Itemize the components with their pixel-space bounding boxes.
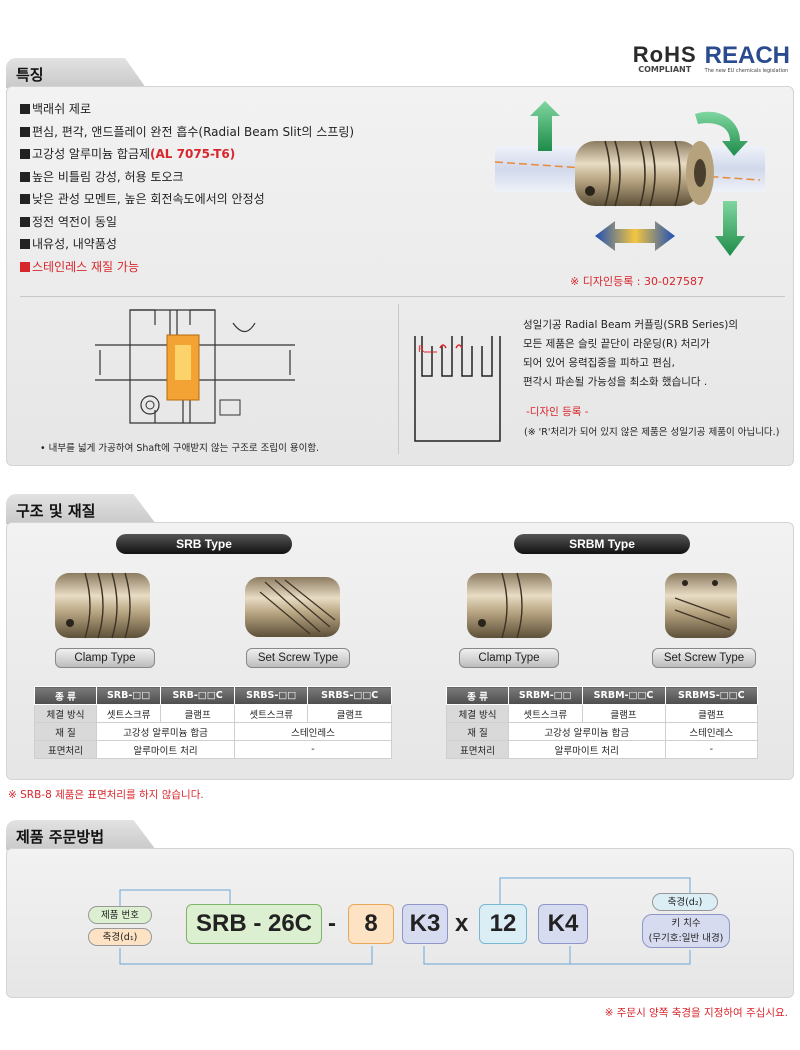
rotation-arrow-icon xyxy=(695,111,748,156)
table-header-cell: SRBMS-□□C xyxy=(664,686,759,705)
arrow-up-icon xyxy=(530,101,560,151)
table-header-cell: 종 류 xyxy=(446,686,509,705)
features-list: 백래쉬 제로 편심, 편각, 앤드플레이 완전 흡수(Radial Beam S… xyxy=(20,98,354,278)
product-no-label: 제품 번호 xyxy=(88,906,152,924)
srbm-spec-table: 종 류 SRBM-□□ SRBM-□□C SRBMS-□□C 체결 방식 셋트스… xyxy=(446,686,759,759)
key-size-label-line2: (무기호:일반 내경) xyxy=(648,933,724,944)
table-cell: 클램프 xyxy=(581,704,666,723)
features-divider-vertical xyxy=(398,304,399,454)
bore-d1-code-box: 8 xyxy=(348,904,394,944)
table-cell: - xyxy=(664,740,759,759)
feature-item: 내유성, 내약품성 xyxy=(20,233,354,256)
srb-spec-table: 종 류 SRB-□□ SRB-□□C SRBS-□□ SRBS-□□C 체결 방… xyxy=(34,686,393,759)
slit-groove-icon xyxy=(232,322,256,333)
feature-item: 편심, 편각, 앤드플레이 완전 흡수(Radial Beam Slit의 스프… xyxy=(20,121,354,144)
table-header-cell: SRBM-□□ xyxy=(508,686,583,705)
srb-clamp-product-image xyxy=(55,572,150,639)
table-cell: 알루마이트 처리 xyxy=(508,740,666,759)
table-row: 재 질 고강성 알루미늄 합금 스테인레스 xyxy=(446,722,759,741)
reach-logo-text: REACH xyxy=(704,42,790,69)
srbm-setscrew-product-image xyxy=(665,573,737,638)
srbm-type-heading: SRBM Type xyxy=(514,534,690,554)
srb-type-heading: SRB Type xyxy=(116,534,292,554)
feature-item: 백래쉬 제로 xyxy=(20,98,354,121)
srb-clamp-type-label: Clamp Type xyxy=(55,648,155,668)
code-dash: - xyxy=(328,910,336,937)
radius-r-label: R xyxy=(418,345,425,355)
key-size-label: 키 치수 (무기호:일반 내경) xyxy=(642,914,730,948)
axial-arrow-icon xyxy=(595,221,675,251)
features-section-title: 특징 xyxy=(16,66,44,84)
table-row-header: 표면처리 xyxy=(446,740,509,759)
rohs-subtext: COMPLIANT xyxy=(638,65,692,74)
rb-text-line: 되어 있어 응력집중을 피하고 편심, xyxy=(523,357,675,369)
rb-text-line: 모든 제품은 슬릿 끝단이 라운딩(R) 처리가 xyxy=(523,338,710,350)
feature-item: 정전 역전이 동일 xyxy=(20,211,354,234)
table-row: 표면처리 알루마이트 처리 - xyxy=(446,740,759,759)
table-cell: 고강성 알루미늄 합금 xyxy=(508,722,666,741)
key-size-label-line1: 키 치수 xyxy=(671,918,701,929)
bore-d2-code-box: 12 xyxy=(479,904,527,944)
table-cell: 클램프 xyxy=(160,704,235,723)
table-row-header: 재 질 xyxy=(446,722,509,741)
arrow-down-icon xyxy=(715,201,745,256)
srbm-clamp-product-image xyxy=(467,572,552,639)
order-section-title: 제품 주문방법 xyxy=(16,828,105,846)
table-header-row: 종 류 SRBM-□□ SRBM-□□C SRBMS-□□C xyxy=(446,686,759,705)
assembly-cross-section-drawing xyxy=(95,309,295,424)
rounded-slit-diagram xyxy=(414,336,501,442)
code-x: x xyxy=(455,910,469,937)
feature-item: 높은 비틀림 강성, 허용 토오크 xyxy=(20,166,354,189)
table-header-row: 종 류 SRB-□□ SRB-□□C SRBS-□□ SRBS-□□C xyxy=(34,686,392,705)
table-cell: 스테인레스 xyxy=(664,722,759,741)
certification-badges: RoHS COMPLIANT REACH The new EU chemical… xyxy=(633,42,790,75)
srb-setscrew-product-image xyxy=(245,577,340,637)
srbm-setscrew-type-label: Set Screw Type xyxy=(652,648,756,668)
rb-text-line: 편각시 파손될 가능성을 최소화 했습니다 . xyxy=(523,376,708,388)
order-footer-note: ※ 주문시 양쪽 축경을 지정하여 주십시요. xyxy=(604,1007,788,1019)
table-cell: 고강성 알루미늄 합금 xyxy=(96,722,235,741)
screw-hole-icon xyxy=(140,395,160,415)
key2-code-box: K4 xyxy=(538,904,588,944)
features-section-tab: 특징 xyxy=(6,58,146,88)
reach-badge: REACH The new EU chemicals legislation xyxy=(704,42,790,75)
model-code-box: SRB - 26C xyxy=(186,904,322,944)
table-header-cell: SRBM-□□C xyxy=(581,686,666,705)
feature-item: 스테인레스 재질 가능 xyxy=(20,256,354,279)
radial-beam-description: 성일기공 Radial Beam 커플링(SRB Series)의 모든 제품은… xyxy=(523,316,738,392)
structure-section-tab: 구조 및 재질 xyxy=(6,494,156,524)
order-section-tab: 제품 주문방법 xyxy=(6,820,156,850)
table-cell: - xyxy=(233,740,393,759)
rohs-badge: RoHS COMPLIANT xyxy=(633,44,697,74)
design-authenticity-note: (※ 'R'처리가 되어 있지 않은 제품은 성일기공 제품이 아닙니다.) xyxy=(524,427,780,438)
srbm-clamp-type-label: Clamp Type xyxy=(459,648,559,668)
structure-section-title: 구조 및 재질 xyxy=(16,502,96,520)
table-cell: 셋트스크류 xyxy=(508,704,583,723)
feature-item: 낮은 관성 모멘트, 높은 회전속도에서의 안정성 xyxy=(20,188,354,211)
reach-subtext: The new EU chemicals legislation xyxy=(704,68,789,74)
coupling-misalignment-illustration xyxy=(494,101,765,256)
table-row: 표면처리 알루마이트 처리 - xyxy=(34,740,393,759)
table-cell: 알루마이트 처리 xyxy=(96,740,235,759)
design-registration-label: -디자인 등록 - xyxy=(526,406,589,418)
bore-d2-label: 축경(d₂) xyxy=(652,893,718,911)
table-cell: 클램프 xyxy=(307,704,392,723)
table-row-header: 재 질 xyxy=(34,722,97,741)
assembly-note: • 내부를 넓게 가공하여 Shaft에 구애받지 않는 구조로 조립이 용이함… xyxy=(40,443,320,454)
design-registration-number: ※ 디자인등록 : 30-027587 xyxy=(570,275,704,288)
table-row-header: 표면처리 xyxy=(34,740,97,759)
surface-treatment-note: ※ SRB-8 제품은 표면처리를 하지 않습니다. xyxy=(8,789,204,801)
features-divider xyxy=(20,296,785,297)
rb-text-line: 성일기공 Radial Beam 커플링(SRB Series)의 xyxy=(523,319,739,331)
feature-item: 고강성 알루미늄 합금제(AL 7075-T6) xyxy=(20,143,354,166)
srb-setscrew-type-label: Set Screw Type xyxy=(246,648,350,668)
table-row: 체결 방식 셋트스크류 클램프 셋트스크류 클램프 xyxy=(34,704,392,723)
bore-d1-label: 축경(d₁) xyxy=(88,928,152,946)
rohs-logo-text: RoHS xyxy=(632,42,697,67)
table-cell: 셋트스크류 xyxy=(233,704,309,723)
key1-code-box: K3 xyxy=(402,904,448,944)
